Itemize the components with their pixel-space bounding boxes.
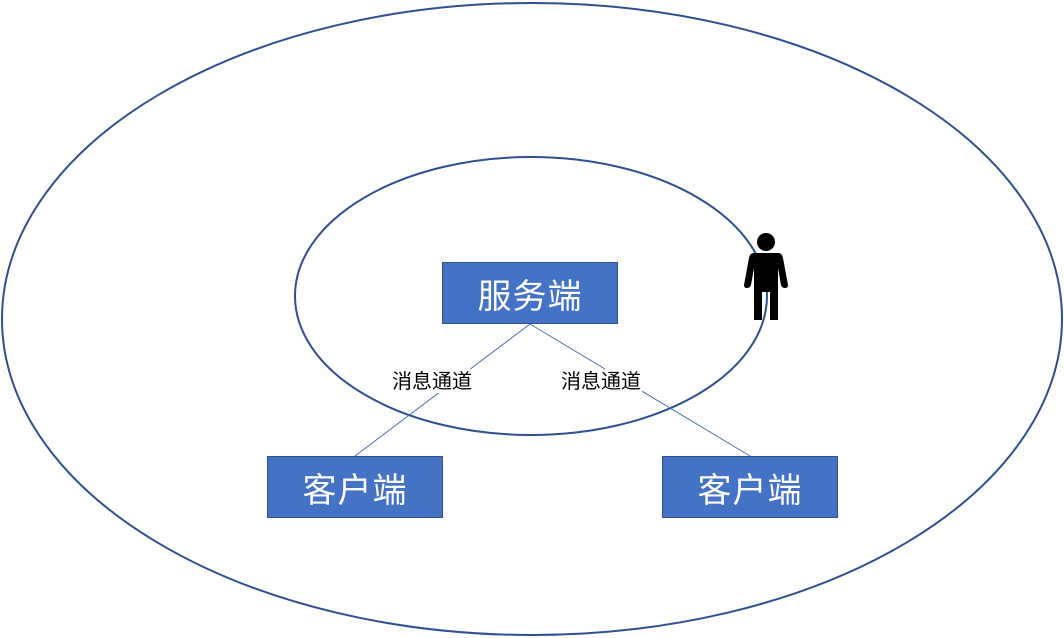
client-label: 客户端 [302, 470, 408, 511]
person-icon [744, 233, 788, 320]
inner-ellipse [294, 156, 768, 436]
edge-label-right: 消息通道 [560, 369, 642, 393]
edge-label-left: 消息通道 [391, 369, 473, 393]
server-label: 服务端 [477, 276, 583, 317]
client-node-right: 客户端 [662, 456, 838, 518]
client-node-left: 客户端 [267, 456, 443, 518]
server-node: 服务端 [442, 262, 618, 324]
client-label: 客户端 [697, 470, 803, 511]
